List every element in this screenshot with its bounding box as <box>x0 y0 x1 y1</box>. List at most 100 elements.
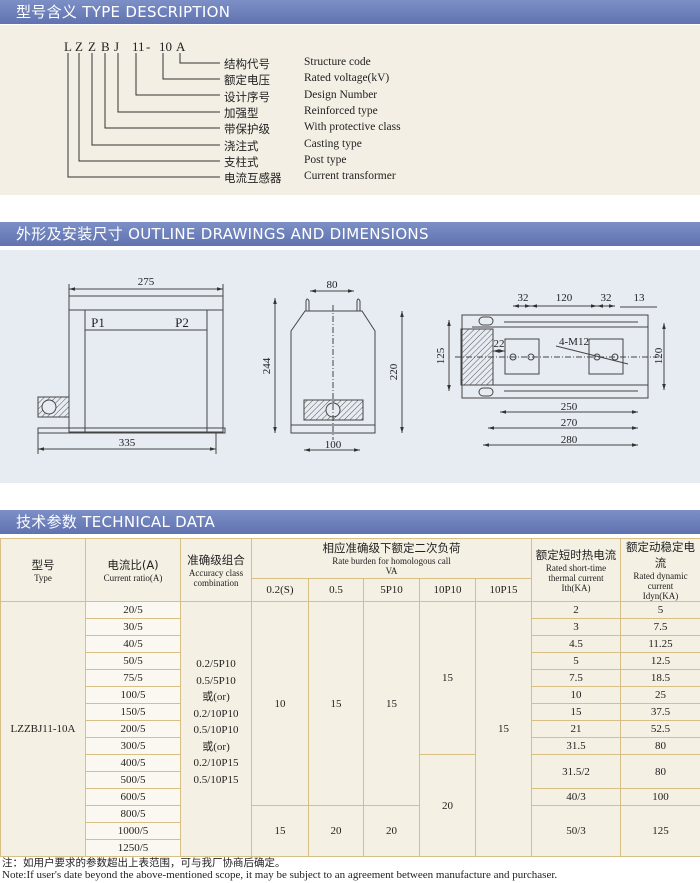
dim-280: 280 <box>561 434 578 446</box>
type-item-zh: 支柱式 <box>224 154 259 169</box>
ith-cell: 2 <box>531 601 622 619</box>
burden-cell: 15 <box>363 601 420 806</box>
ratio-cell: 50/5 <box>85 652 181 670</box>
idyn-cell: 11.25 <box>620 635 700 653</box>
ratio-cell: 150/5 <box>85 703 181 721</box>
ith-cell: 7.5 <box>531 669 622 687</box>
header-class: 10P15 <box>474 577 533 603</box>
ratio-cell: 75/5 <box>85 669 181 687</box>
ith-cell: 4.5 <box>531 635 622 653</box>
type-item-en: Rated voltage(kV) <box>304 72 390 85</box>
dim-22: 22 <box>494 338 505 350</box>
idyn-cell: 125 <box>620 805 700 857</box>
idyn-cell: 80 <box>620 737 700 755</box>
dim-120v: 120 <box>653 347 665 364</box>
idyn-cell: 100 <box>620 788 700 806</box>
ith-cell: 50/3 <box>531 805 622 857</box>
header-class: 5P10 <box>363 577 420 603</box>
idyn-cell: 25 <box>620 686 700 704</box>
ratio-cell: 600/5 <box>85 788 181 806</box>
burden-cell: 15 <box>474 601 533 857</box>
ratio-cell: 40/5 <box>85 635 181 653</box>
type-code-letter: Z <box>75 39 83 54</box>
ratio-cell: 800/5 <box>85 805 181 823</box>
burden-cell: 20 <box>308 805 364 857</box>
section-header-technical-data: 技术参数 TECHNICAL DATA <box>0 510 700 534</box>
idyn-cell: 12.5 <box>620 652 700 670</box>
type-code-diagram <box>67 53 220 178</box>
note-en: Note:If user's date beyond the above-men… <box>2 869 558 881</box>
ratio-cell: 100/5 <box>85 686 181 704</box>
type-item-zh: 设计序号 <box>224 89 270 104</box>
type-item-zh: 结构代号 <box>224 57 270 71</box>
dim-275: 275 <box>138 276 155 288</box>
type-code-letter: A <box>176 39 186 54</box>
accuracy-line: 0.5/5P10 <box>196 674 236 687</box>
type-code-letter: J <box>114 39 120 54</box>
type-item-zh: 加强型 <box>224 105 259 120</box>
accuracy-line: 0.2/10P10 <box>193 707 239 720</box>
type-item-en: With protective class <box>304 121 401 134</box>
front-view-drawing <box>37 284 226 454</box>
ith-cell: 40/3 <box>531 788 622 806</box>
ratio-cell: 1000/5 <box>85 822 181 840</box>
dim-120h: 120 <box>556 292 573 304</box>
dim-220: 220 <box>388 363 400 380</box>
type-cell: LZZBJ11-10A <box>0 601 86 857</box>
idyn-cell: 7.5 <box>620 618 700 636</box>
dim-335: 335 <box>119 437 136 449</box>
idyn-cell: 80 <box>620 754 700 789</box>
ratio-cell: 300/5 <box>85 737 181 755</box>
ith-cell: 31.5/2 <box>531 754 622 789</box>
type-item-en: Design Number <box>304 88 378 101</box>
burden-cell: 20 <box>419 754 476 857</box>
accuracy-line: 或(or) <box>202 691 230 703</box>
ratio-cell: 20/5 <box>85 601 181 619</box>
type-code-letter: L <box>64 39 72 54</box>
type-item-en: Current transformer <box>304 170 396 183</box>
burden-cell: 15 <box>419 601 476 755</box>
burden-cell: 10 <box>251 601 309 806</box>
type-item-zh: 额定电压 <box>224 73 270 88</box>
accuracy-line: 0.5/10P15 <box>193 773 239 786</box>
burden-cell: 20 <box>363 805 420 857</box>
note-zh: 注：如用户要求的参数超出上表范围，可与我厂协商后确定。 <box>2 857 286 869</box>
type-code-letter: - <box>146 39 151 54</box>
type-item-zh: 电流互感器 <box>224 171 282 186</box>
dim-244: 244 <box>261 357 273 374</box>
type-item-en: Reinforced type <box>304 104 378 117</box>
terminal-p2: P2 <box>175 315 189 330</box>
type-code-letter: Z <box>88 39 96 54</box>
ratio-cell: 30/5 <box>85 618 181 636</box>
type-item-zh: 浇注式 <box>224 138 259 153</box>
side-view-drawing <box>273 289 404 452</box>
ratio-cell: 1250/5 <box>85 839 181 857</box>
burden-cell: 15 <box>308 601 364 806</box>
terminal-p1: P1 <box>91 315 105 330</box>
idyn-cell: 52.5 <box>620 720 700 738</box>
accuracy-line: 0.2/5P10 <box>196 658 236 670</box>
idyn-cell: 5 <box>620 601 700 619</box>
dim-80: 80 <box>327 279 339 291</box>
idyn-cell: 18.5 <box>620 669 700 687</box>
type-item-en: Casting type <box>304 137 362 150</box>
table-row: 1250/5 <box>1 839 700 857</box>
dim-13: 13 <box>634 292 646 304</box>
dim-125: 125 <box>435 347 447 364</box>
ith-cell: 3 <box>531 618 622 636</box>
idyn-cell: 37.5 <box>620 703 700 721</box>
type-item-en: Post type <box>304 153 347 166</box>
